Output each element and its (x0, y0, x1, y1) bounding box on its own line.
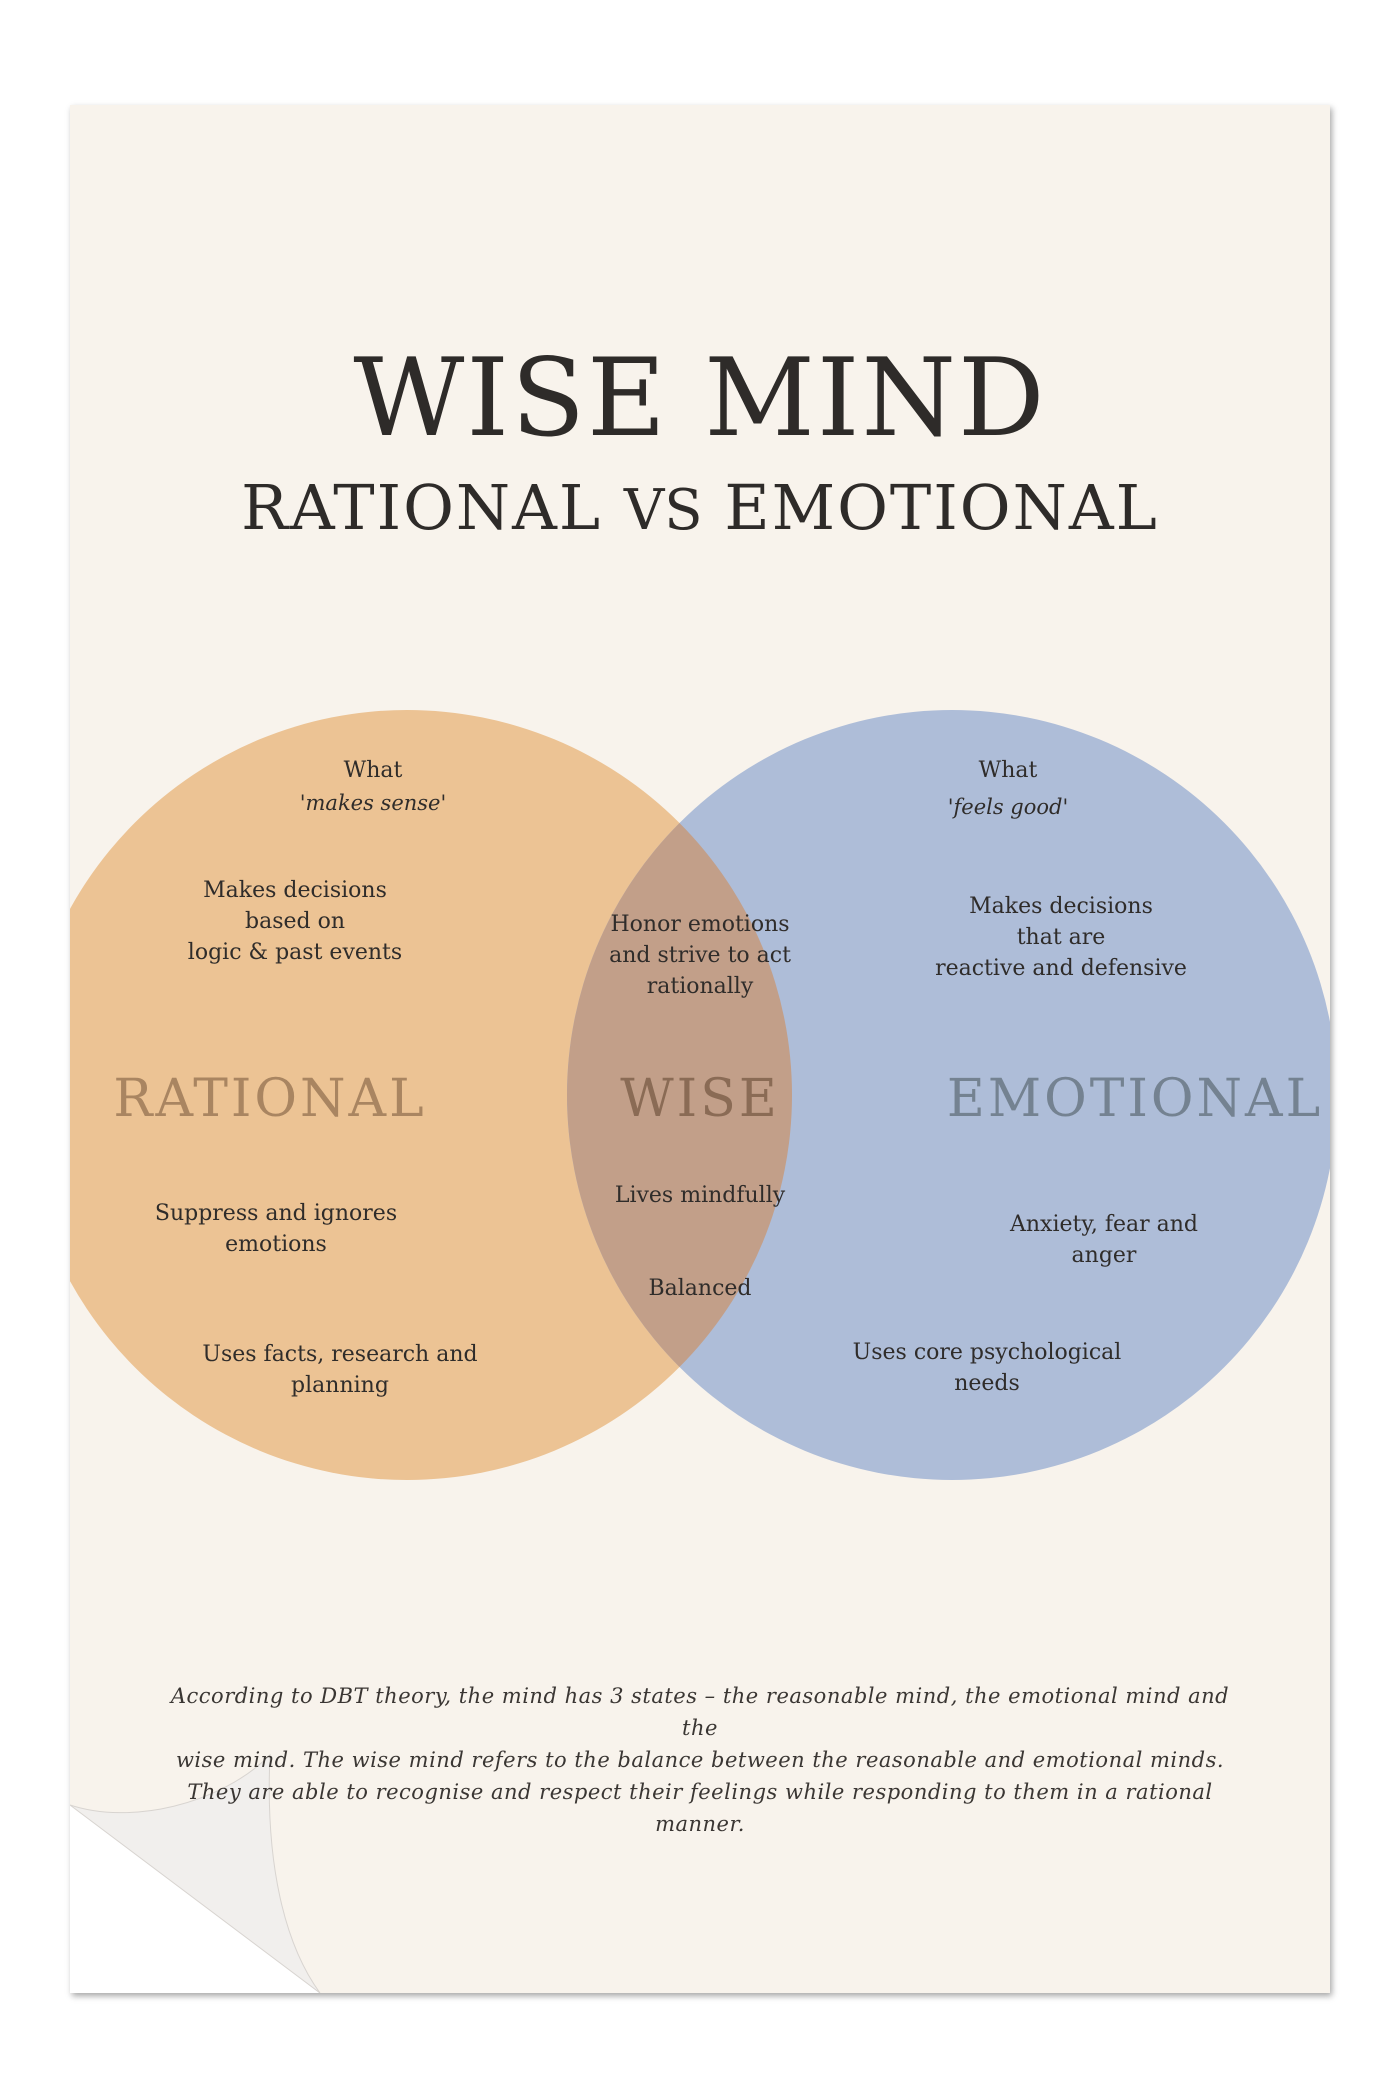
rational-suppress: Suppress and ignores emotions (154, 1201, 398, 1257)
emotional-feelings: Anxiety, fear and anger (1009, 1212, 1198, 1268)
rational-circle (70, 710, 792, 1480)
rational-label: RATIONAL (113, 1069, 427, 1129)
wise-balanced: Balanced (648, 1276, 752, 1301)
subtitle-left: RATIONAL (241, 471, 603, 544)
emotional-decisions: Makes decisions that are reactive and de… (935, 894, 1187, 981)
subtitle-vs: VS (623, 478, 703, 543)
page-subtitle: RATIONAL VS EMOTIONAL (70, 477, 1330, 539)
rational-decisions: Makes decisions based on logic & past ev… (187, 878, 403, 965)
rational-uses: Uses facts, research and planning (202, 1342, 478, 1398)
rational-what: What (343, 758, 403, 783)
emotional-circle (567, 710, 1330, 1480)
poster-sheet: WISE MIND RATIONAL VS EMOTIONAL What 'ma… (70, 105, 1330, 1993)
rational-what-quote: 'makes sense' (299, 791, 447, 815)
emotional-what: What (978, 758, 1038, 783)
footer-line-1: According to DBT theory, the mind has 3 … (170, 1684, 1230, 1740)
emotional-uses: Uses core psychological needs (852, 1340, 1122, 1396)
footer-line-3: They are able to recognise and respect t… (187, 1780, 1213, 1836)
wise-honor: Honor emotions and strive to act rationa… (609, 912, 791, 999)
footer-line-2: wise mind. The wise mind refers to the b… (175, 1748, 1225, 1772)
wise-label: WISE (620, 1069, 780, 1129)
emotional-label: EMOTIONAL (946, 1069, 1324, 1129)
emotional-what-quote: 'feels good' (947, 795, 1069, 819)
footer-description: According to DBT theory, the mind has 3 … (150, 1680, 1250, 1840)
subtitle-right: EMOTIONAL (724, 471, 1159, 544)
page-curl-fold (70, 1753, 321, 1993)
wise-mindful: Lives mindfully (614, 1183, 786, 1208)
venn-diagram (70, 710, 1330, 1993)
page-title: WISE MIND (353, 336, 1047, 461)
